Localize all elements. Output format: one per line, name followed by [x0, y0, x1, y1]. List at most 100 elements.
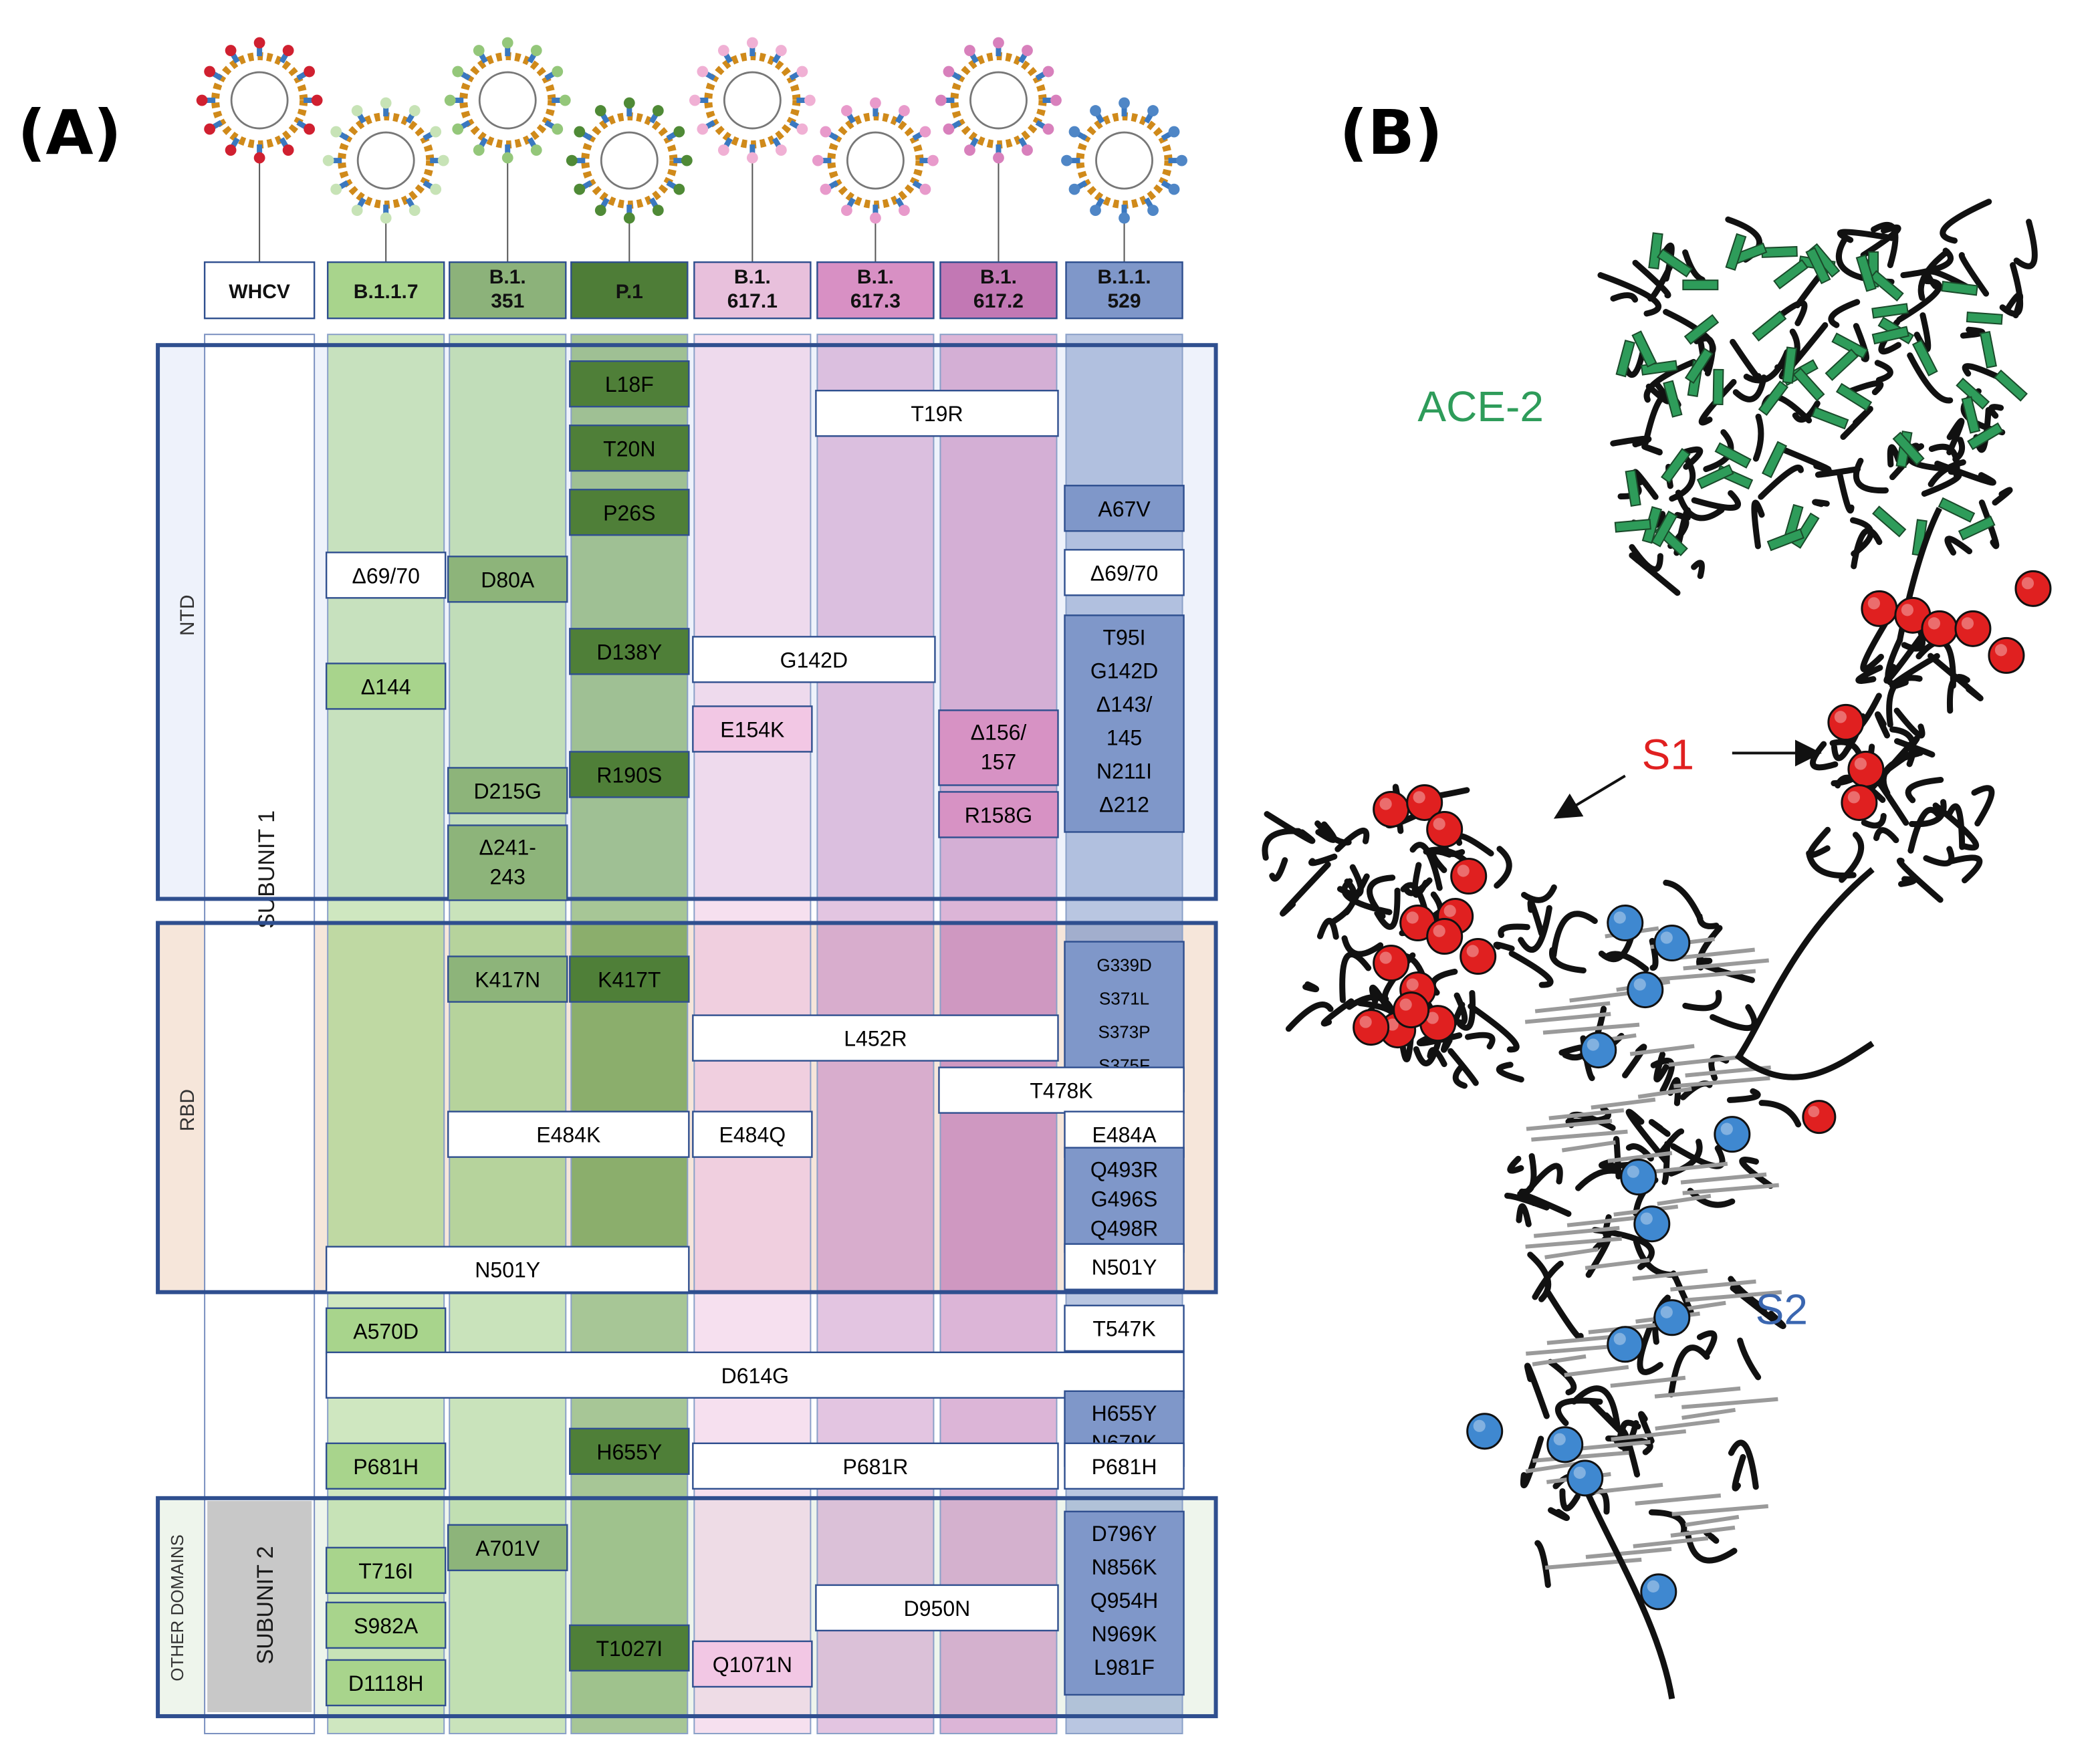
mutation-label: P681H [353, 1455, 419, 1479]
spike-head [746, 37, 758, 49]
mutation-box-bg [1064, 1304, 1185, 1352]
mutation-label: P26S [603, 501, 655, 525]
variant-header-label: B.1. [857, 266, 894, 288]
mutation-label: N211I [1096, 759, 1152, 783]
s2-mutation-sphere [1653, 925, 1691, 962]
mutation-box-bg [325, 1601, 447, 1649]
s1-mutation-sphere-highlight [1359, 1016, 1372, 1028]
spike-head [1119, 97, 1130, 109]
ace2-helix [1656, 248, 1693, 278]
spike-head [282, 45, 294, 56]
mutation-label: N856K [1092, 1555, 1157, 1579]
spike-head [899, 105, 910, 116]
s1-mutation-sphere-highlight [1867, 597, 1880, 610]
mutation-label: E484Q [719, 1123, 786, 1147]
spike-head [1022, 144, 1033, 156]
spike-head [1176, 154, 1187, 166]
s2-mutation-sphere-highlight [1647, 1580, 1659, 1593]
spike-head [717, 45, 729, 56]
ace2-helix [1994, 369, 2028, 402]
virion-icon-b1351 [444, 37, 571, 263]
spike-head [870, 97, 881, 109]
spike-head [1042, 66, 1054, 78]
ace2-helix [1648, 232, 1663, 269]
mutation-label: Δ69/70 [1090, 561, 1158, 585]
mutation-box: R158G [938, 791, 1059, 838]
mutation-box-bg [1064, 941, 1185, 1092]
spike-head [204, 123, 216, 135]
mutation-box: D138Y [569, 628, 690, 675]
spike-head [452, 66, 464, 78]
variant-header-label: 529 [1108, 290, 1141, 312]
mutation-label: T716I [358, 1559, 413, 1583]
variant-header-p1 [570, 261, 689, 320]
mutation-label: G142D [1090, 659, 1158, 683]
ace2-helix [1615, 340, 1635, 378]
ntd-region [156, 343, 1218, 901]
mutation-box-bg [692, 636, 936, 683]
s1-mutation-sphere-highlight [1457, 864, 1470, 877]
spike-head [943, 123, 955, 135]
s2-mutation-sphere [1566, 1459, 1604, 1497]
spike-head [943, 66, 955, 78]
spike-head [501, 152, 513, 164]
mutation-label: T20N [603, 437, 655, 461]
variant-header-label: B.1.1.7 [354, 281, 419, 303]
spike-head [304, 66, 316, 78]
mutation-label: G142D [780, 648, 848, 672]
spike-head [870, 212, 881, 224]
mutation-label: D215G [474, 779, 542, 803]
mutation-label: A67V [1098, 497, 1151, 521]
s1-mutation-sphere [1921, 610, 1958, 647]
mutation-label: Q1071N [713, 1653, 792, 1677]
mutation-box-bg [1064, 614, 1185, 833]
mutation-label: Q493R [1090, 1158, 1158, 1182]
mutation-box: L18F [569, 360, 690, 408]
s1-mutation-sphere-highlight [1399, 998, 1412, 1011]
mutation-box: D950N [815, 1584, 1059, 1632]
ace2-helix [1831, 332, 1869, 359]
variant-header-label: B.1. [489, 266, 526, 288]
spike-head [623, 212, 635, 224]
s1-mutation-sphere [1847, 750, 1885, 788]
mutation-label: T1027I [596, 1637, 663, 1661]
ace2-helix [1631, 330, 1657, 368]
mutation-label: P681H [1092, 1455, 1157, 1479]
ace2-helix [1967, 422, 2004, 451]
s1-mutation-sphere-highlight [2021, 577, 2034, 590]
variant-header-whcv [203, 261, 316, 320]
mutation-box: T716I [325, 1546, 447, 1595]
virion-core [846, 131, 905, 190]
mutation-box: A67V [1064, 485, 1185, 532]
s1-mutation-sphere-highlight [1433, 925, 1445, 937]
s1-mutation-sphere [1353, 1009, 1390, 1046]
mutation-box-bg [569, 489, 690, 536]
spike-head [623, 97, 635, 109]
mutation-box: H655Y [569, 1427, 690, 1476]
mutation-label: A570D [353, 1320, 419, 1344]
spike-head [820, 183, 832, 195]
variant-header-label: B.1.1. [1098, 266, 1151, 288]
mutation-box-bg [815, 390, 1059, 437]
virion-core [356, 131, 415, 190]
mutation-box-bg [447, 824, 568, 901]
variant-rbd-band-b16173 [817, 923, 934, 1292]
ace2-helix [1683, 314, 1720, 345]
mutation-label: R158G [965, 803, 1032, 827]
mutation-box-bg [325, 1246, 690, 1293]
spike-head [697, 66, 709, 78]
subunit2-box [207, 1500, 312, 1712]
mutation-label: K417T [598, 968, 661, 992]
spike-head [566, 154, 578, 166]
mutation-label: H655Y [596, 1440, 662, 1464]
mutation-box: D614G [325, 1351, 1185, 1399]
rbd-label: RBD [177, 1089, 199, 1131]
spike-head [196, 94, 208, 106]
mutation-box: T478K [938, 1066, 1185, 1114]
variant-header-b117 [326, 261, 445, 320]
s2-backbone-dark [1504, 879, 1802, 1589]
spike-head [1147, 105, 1159, 116]
s1-label: S1 [1642, 730, 1694, 778]
s1-mutation-sphere-highlight [1433, 818, 1445, 830]
